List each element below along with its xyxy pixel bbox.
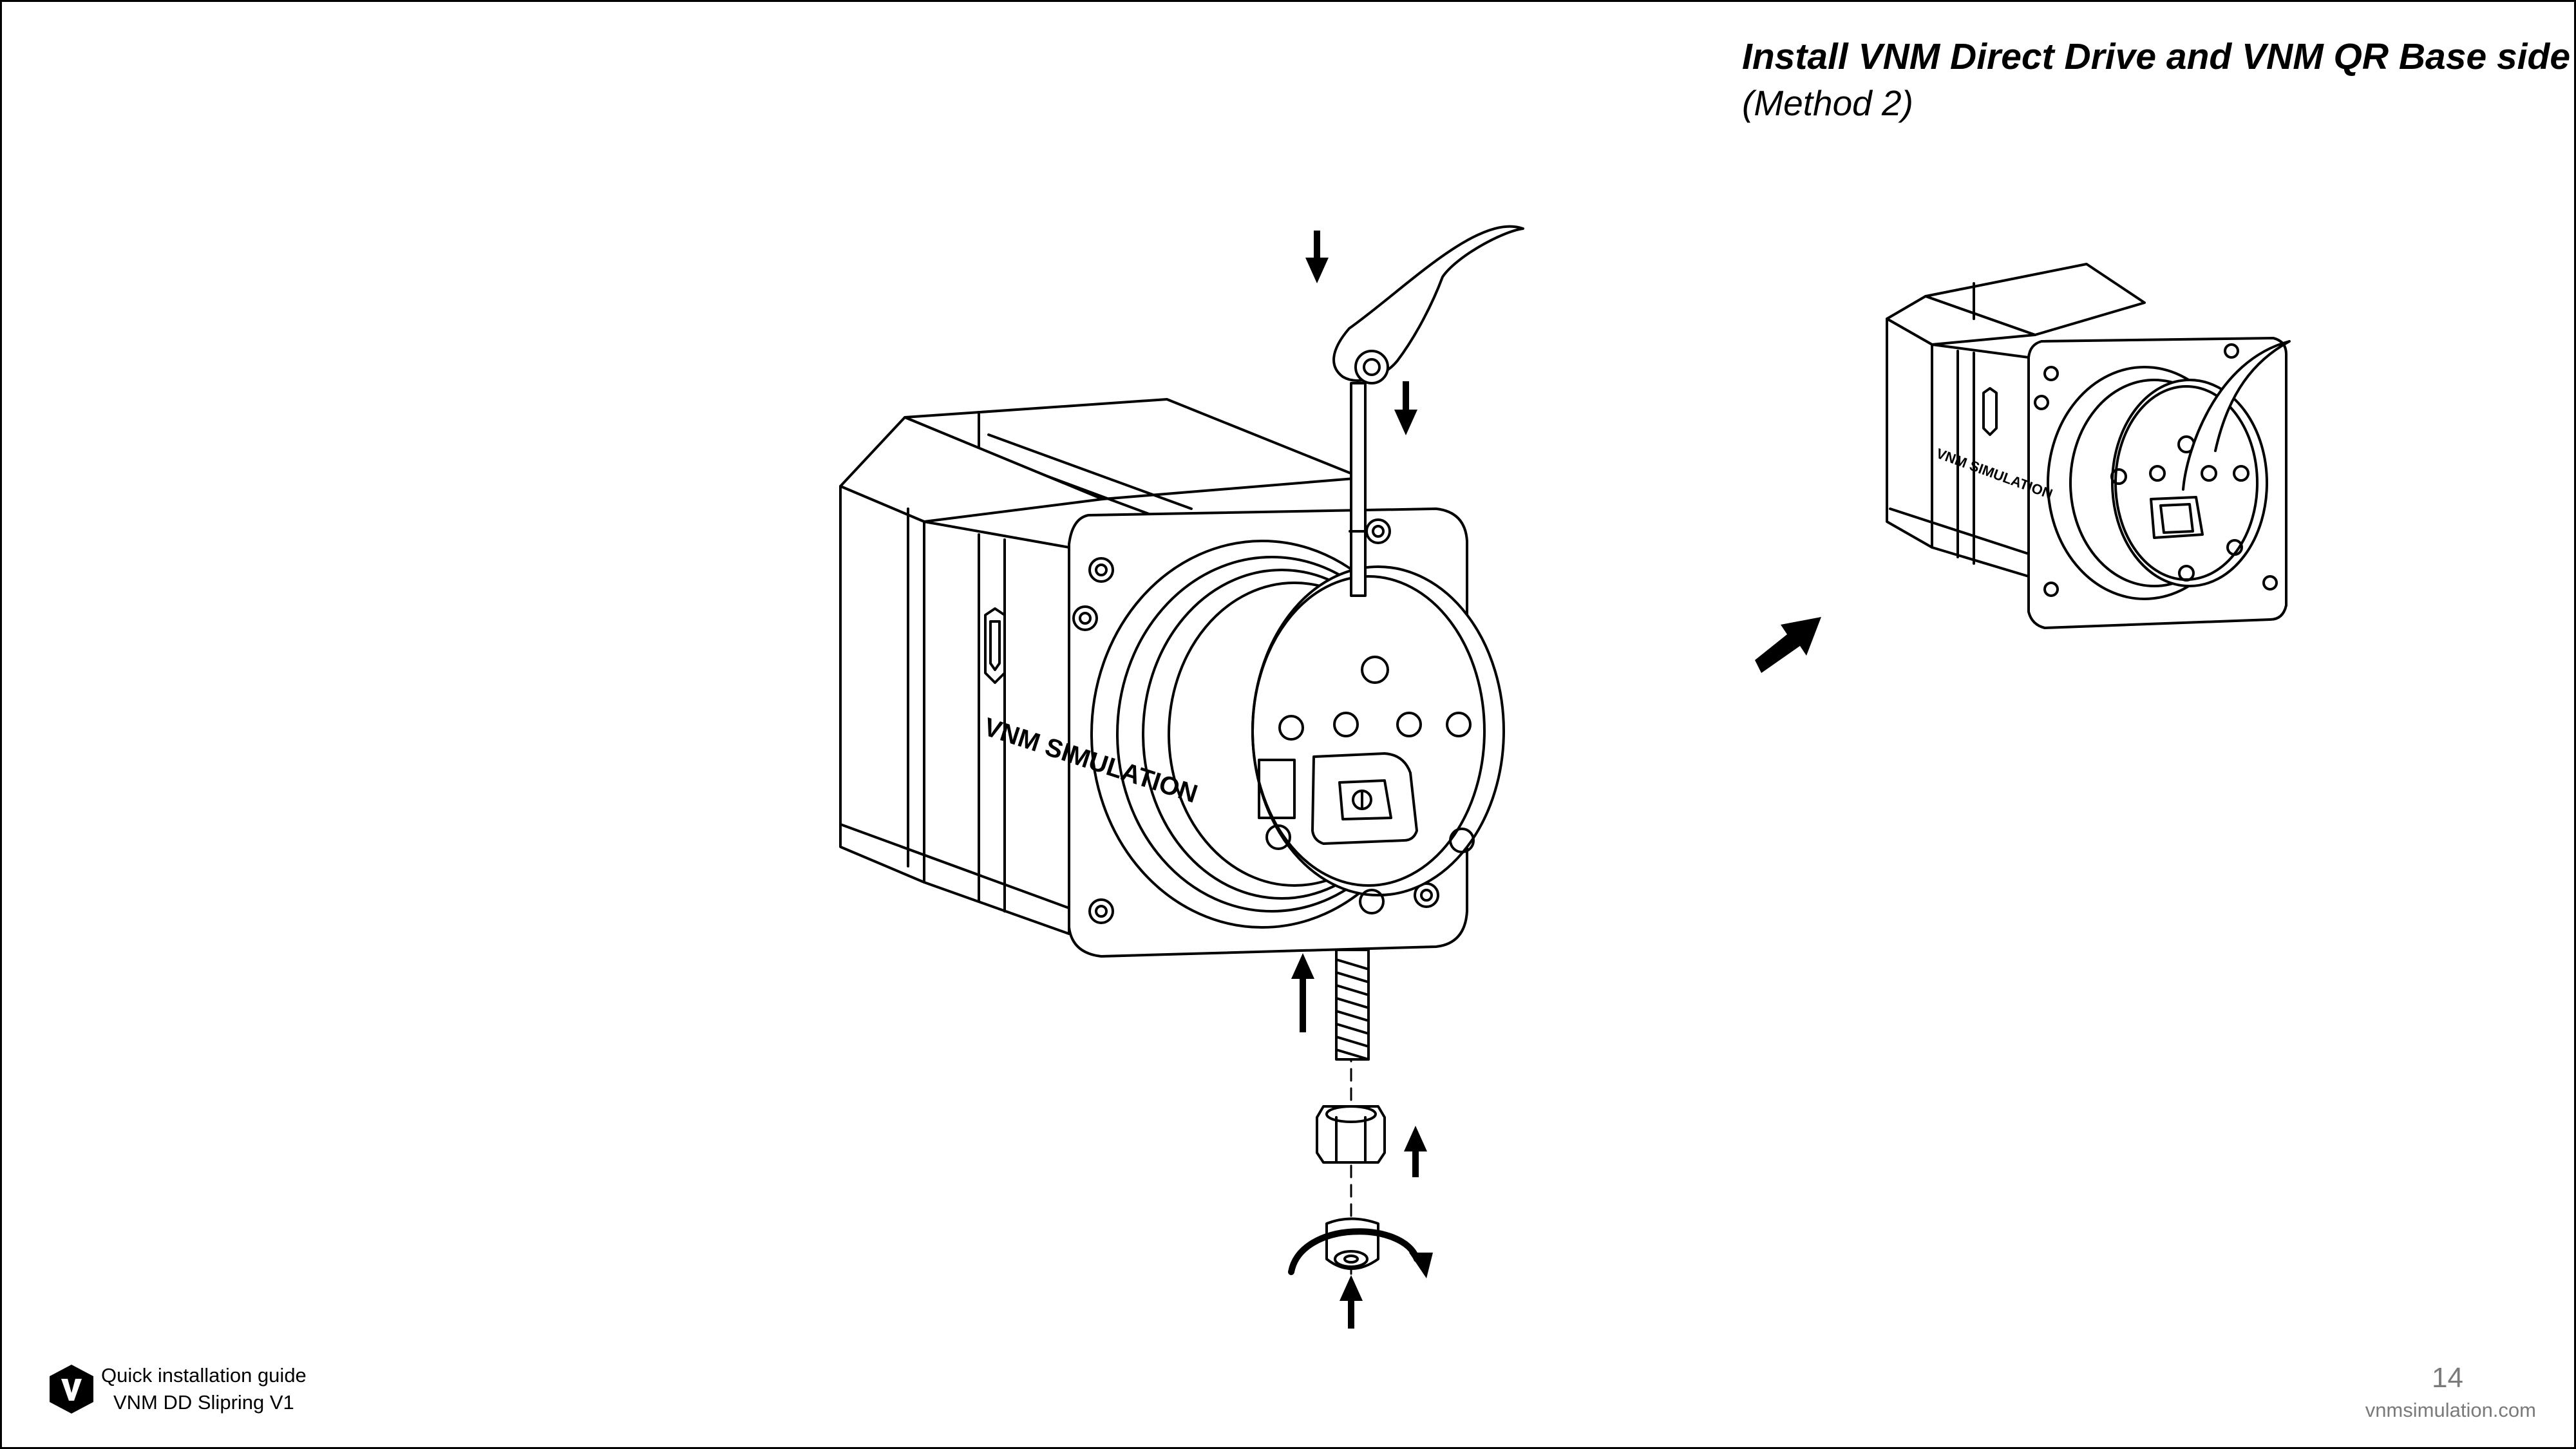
- footer-guide-text: Quick installation guide VNM DD Slipring…: [101, 1362, 307, 1416]
- quick-release-lever: [1332, 225, 1524, 597]
- guide-product: VNM DD Slipring V1: [113, 1391, 294, 1414]
- arrow-up-icon: [1291, 953, 1314, 1032]
- vnm-shield-logo-icon: [50, 1365, 93, 1414]
- slide-title: Install VNM Direct Drive and VNM QR Base…: [1742, 36, 2571, 77]
- arrow-down-icon: [1305, 231, 1329, 283]
- cap-part: [1325, 1217, 1379, 1270]
- footer-brand: Quick installation guide VNM DD Slipring…: [48, 1362, 307, 1416]
- arrow-up-icon: [1404, 1126, 1427, 1177]
- spring-part: [1335, 949, 1370, 1061]
- nut-part: [1316, 1105, 1386, 1164]
- slide-subtitle: (Method 2): [1742, 83, 1913, 123]
- arrow-up-icon: [1340, 1275, 1363, 1329]
- direct-drive-main: [839, 398, 1505, 958]
- direct-drive-assembled: [1886, 263, 2291, 629]
- page-number: 14: [2432, 1362, 2463, 1394]
- arrow-diagonal-icon: [1755, 617, 1821, 673]
- website-link[interactable]: vnmsimulation.com: [2365, 1399, 2536, 1421]
- arrow-down-icon: [1394, 381, 1417, 435]
- guide-title: Quick installation guide: [101, 1364, 307, 1387]
- rotate-arrow-icon: [1288, 1228, 1420, 1275]
